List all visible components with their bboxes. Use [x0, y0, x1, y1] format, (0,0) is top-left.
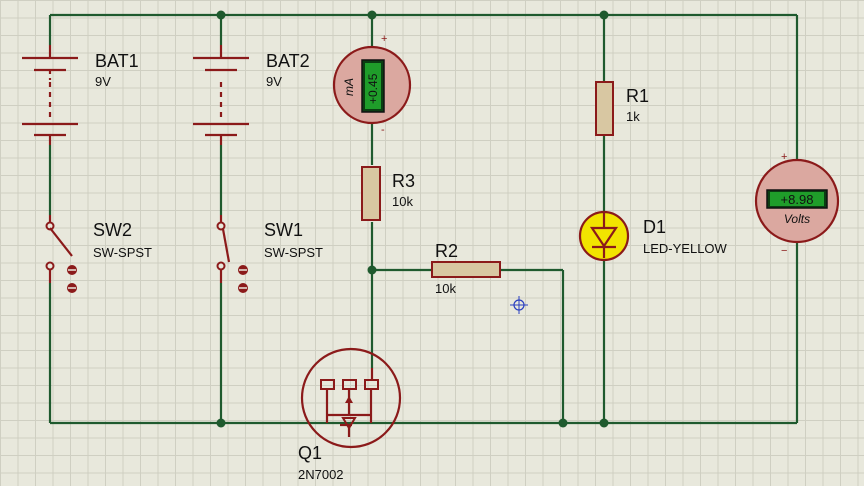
bat2-value: 9V	[266, 74, 282, 89]
r3-ref: R3	[392, 171, 415, 191]
sw1-value: SW-SPST	[264, 245, 323, 260]
led-d1[interactable]	[578, 210, 630, 262]
r2-value: 10k	[435, 281, 456, 296]
ammeter-plus: +	[381, 33, 387, 45]
mosfet-q1[interactable]	[300, 347, 402, 449]
resistor-r3[interactable]	[361, 166, 381, 221]
battery-bat2[interactable]	[193, 45, 249, 145]
crosshair-icon	[510, 296, 528, 314]
battery-bat1[interactable]	[22, 45, 78, 145]
r2-ref: R2	[435, 241, 458, 261]
voltmeter-reading: +8.98	[781, 192, 814, 207]
d1-value: LED-YELLOW	[643, 241, 728, 256]
bat2-ref: BAT2	[266, 51, 310, 71]
ammeter-reading: +0.45	[366, 73, 380, 104]
q1-ref: Q1	[298, 443, 322, 463]
resistor-r1[interactable]	[595, 81, 614, 136]
voltmeter[interactable]: +8.98 Volts	[754, 158, 840, 244]
r1-value: 1k	[626, 109, 640, 124]
ammeter-minus: -	[381, 124, 385, 136]
voltmeter-minus: −	[781, 245, 787, 257]
ammeter[interactable]: +0.45 mA	[332, 45, 412, 125]
switch-sw2[interactable]	[45, 215, 78, 293]
bat1-ref: BAT1	[95, 51, 139, 71]
switch-sw1[interactable]	[216, 215, 249, 293]
voltmeter-unit: Volts	[784, 212, 810, 226]
sw1-ref: SW1	[264, 220, 303, 240]
ammeter-unit: mA	[342, 78, 356, 96]
voltmeter-plus: +	[781, 151, 787, 163]
r1-ref: R1	[626, 86, 649, 106]
junction-nodes	[216, 10, 609, 428]
sw2-ref: SW2	[93, 220, 132, 240]
d1-ref: D1	[643, 217, 666, 237]
bat1-value: 9V	[95, 74, 111, 89]
sw2-value: SW-SPST	[93, 245, 152, 260]
q1-value: 2N7002	[298, 467, 344, 482]
resistor-r2[interactable]	[431, 261, 501, 278]
wires	[48, 13, 799, 425]
r3-value: 10k	[392, 194, 413, 209]
